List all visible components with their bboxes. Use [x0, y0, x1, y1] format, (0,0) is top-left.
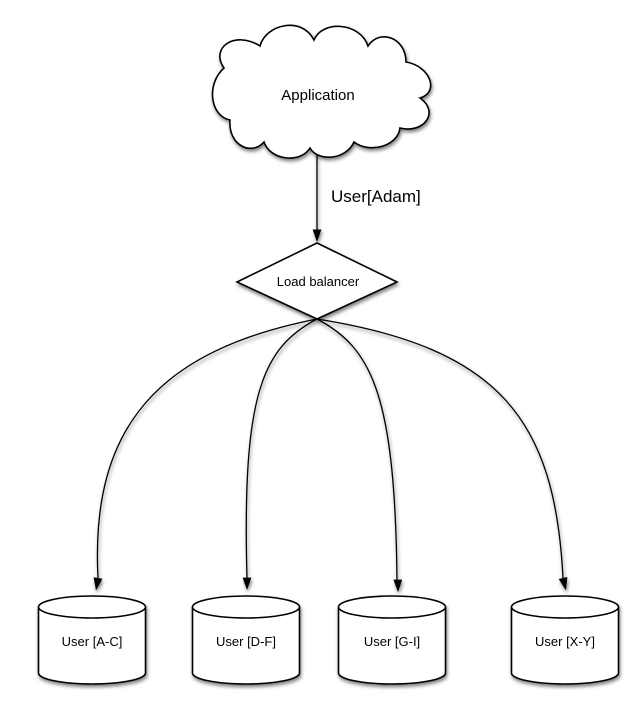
db-xy-label: User [X-Y] — [535, 634, 595, 649]
db-gi-label: User [G-I] — [364, 634, 420, 649]
arrowhead-into-db-gi — [393, 579, 403, 592]
labels-layer: Application User[Adam] Load balancer Use… — [62, 87, 595, 649]
db-df-label: User [D-F] — [216, 634, 276, 649]
arrowhead-into-db-ac — [93, 577, 103, 591]
arrowhead-into-db-df — [242, 577, 252, 590]
db-xy-cylinder-shape — [510, 595, 620, 685]
application-label: Application — [281, 87, 354, 104]
loadbalancer-label: Load balancer — [277, 274, 360, 289]
application-cloud-shape — [211, 24, 432, 159]
nodes-layer — [37, 24, 620, 685]
edge-loadbalancer-to-db-xy — [316, 318, 564, 579]
arrowhead-into-db-xy — [558, 577, 568, 591]
edge-loadbalancer-to-db-df — [245, 318, 318, 579]
edge-loadbalancer-to-db-gi — [316, 318, 398, 581]
edge-user-adam-label: User[Adam] — [331, 187, 421, 206]
db-ac-cylinder-shape — [37, 595, 147, 685]
db-ac-label: User [A-C] — [62, 634, 123, 649]
db-gi-cylinder-shape — [337, 595, 447, 685]
loadbalancer-diamond-shape — [235, 242, 399, 320]
db-df-cylinder-shape — [191, 595, 301, 685]
edge-loadbalancer-to-db-ac — [96, 318, 318, 579]
edges-layer — [93, 152, 568, 592]
arrowhead-into-loadbalancer — [312, 229, 322, 242]
